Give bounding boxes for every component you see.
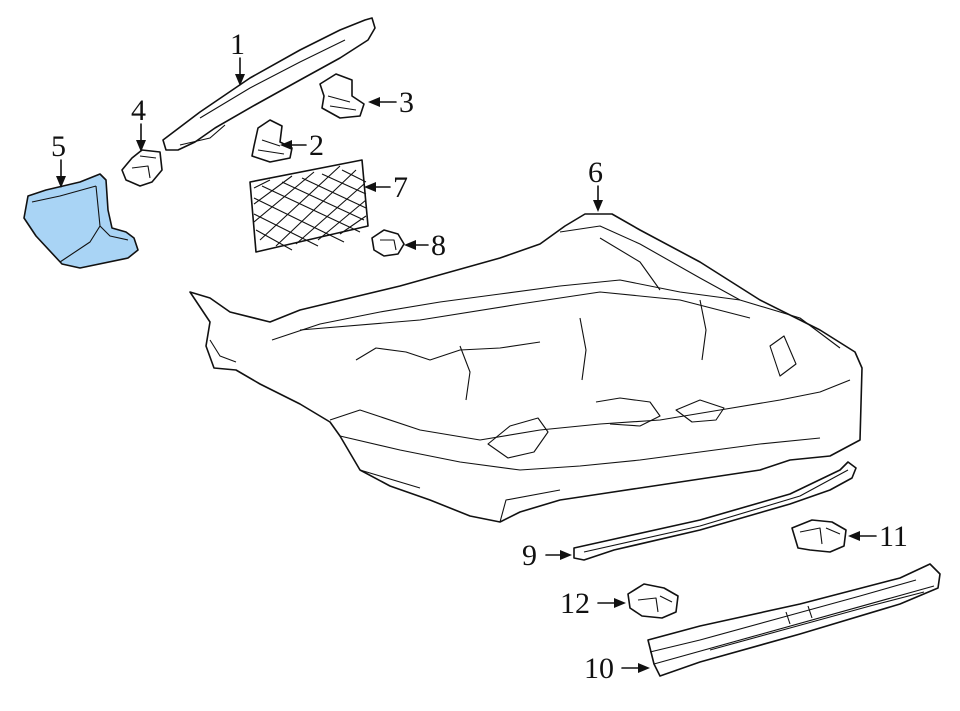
- callout-label-1: 1: [230, 28, 245, 61]
- callout-4: 4: [131, 94, 146, 152]
- callout-5: 5: [51, 130, 66, 188]
- part-9-sill-strip[interactable]: [573, 461, 857, 561]
- callout-label-7: 7: [393, 171, 408, 204]
- callout-12: 12: [560, 587, 626, 620]
- part-4-bracket[interactable]: [121, 149, 163, 187]
- part-5-kick-panel[interactable]: [23, 173, 139, 269]
- callout-1: 1: [230, 28, 245, 86]
- callout-label-5: 5: [51, 130, 66, 163]
- callout-9: 9: [522, 539, 572, 572]
- part-7-cargo-net[interactable]: [249, 159, 369, 253]
- callout-label-6: 6: [588, 156, 603, 189]
- part-11-bracket[interactable]: [791, 519, 847, 553]
- callout-label-8: 8: [431, 229, 446, 262]
- part-2-clip[interactable]: [251, 119, 293, 163]
- part-10-scuff-plate[interactable]: [647, 563, 941, 677]
- callout-label-10: 10: [584, 652, 614, 685]
- part-3-clip[interactable]: [319, 73, 365, 119]
- callout-label-12: 12: [560, 587, 590, 620]
- callout-2: 2: [280, 129, 324, 162]
- callout-label-9: 9: [522, 539, 537, 572]
- callout-3: 3: [368, 86, 414, 119]
- callout-6: 6: [588, 156, 603, 212]
- callout-11: 11: [848, 520, 908, 553]
- callout-label-2: 2: [309, 129, 324, 162]
- callout-8: 8: [404, 229, 446, 262]
- callout-label-4: 4: [131, 94, 146, 127]
- callout-label-11: 11: [879, 520, 908, 553]
- callout-label-3: 3: [399, 86, 414, 119]
- part-6-floor-carpet[interactable]: [189, 213, 863, 523]
- part-1-pillar-trim[interactable]: [162, 17, 376, 151]
- callout-10: 10: [584, 652, 650, 685]
- part-12-bracket[interactable]: [627, 583, 679, 619]
- callout-7: 7: [364, 171, 408, 204]
- part-8-grommet[interactable]: [371, 229, 405, 257]
